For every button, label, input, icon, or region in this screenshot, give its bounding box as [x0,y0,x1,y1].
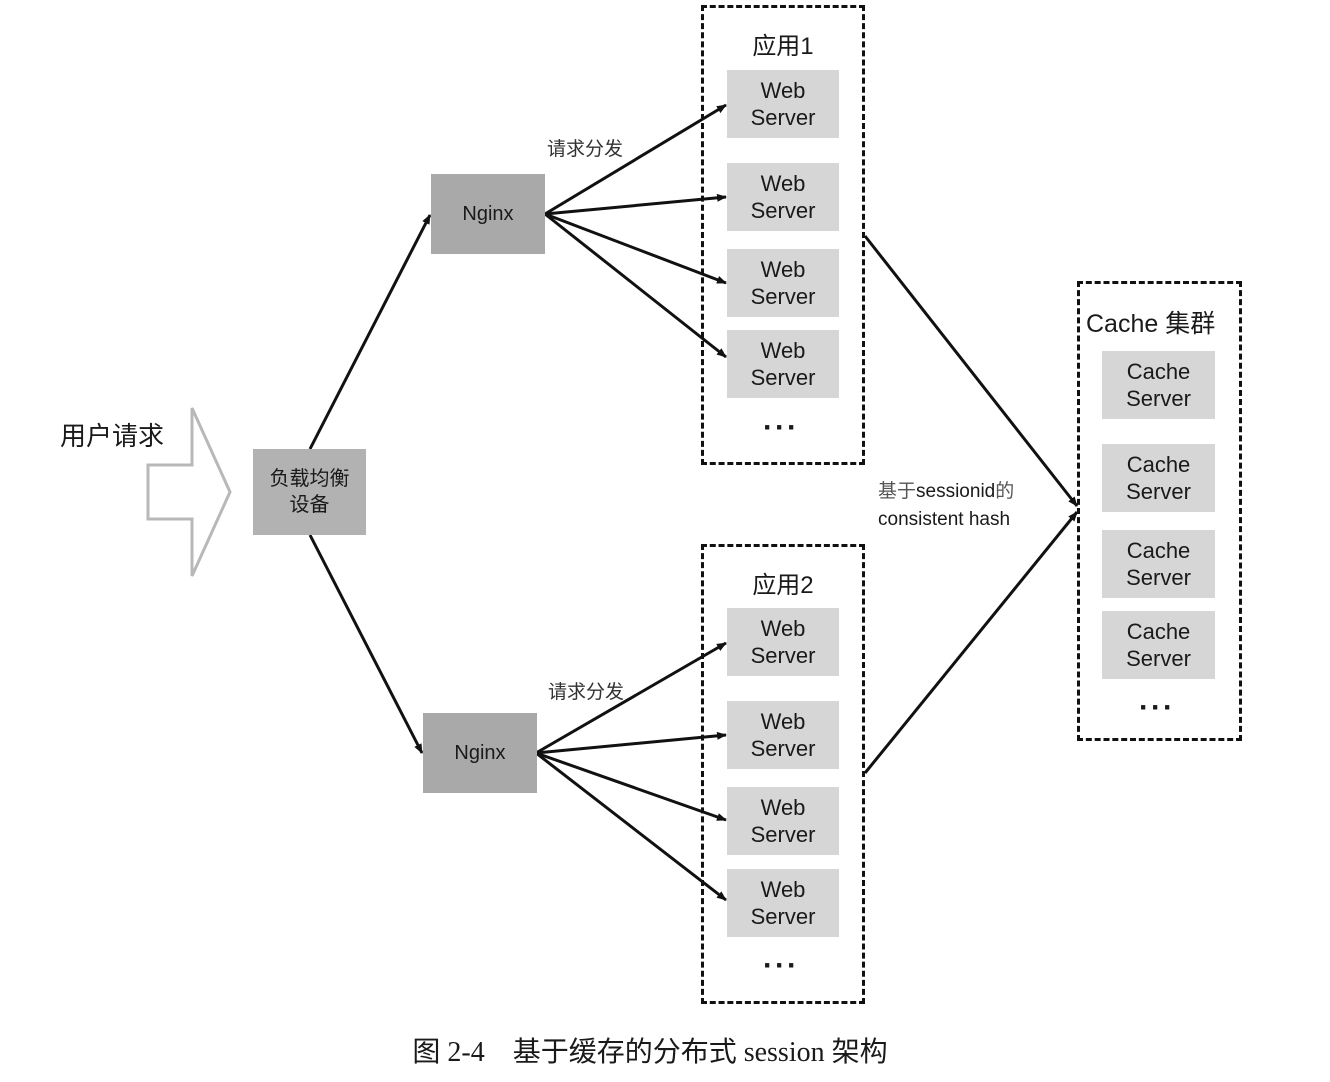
load-balancer-node: 负载均衡 设备 [253,449,366,535]
nginx-bottom-label: Nginx [454,741,506,764]
edge-nginx-bottom-to-web-3 [535,751,727,822]
app1-web-server: Web Server [727,163,839,231]
dispatch-label-bottom: 请求分发 [548,682,625,703]
server-label-line2: Server [750,365,816,390]
hash-label-line1: 基于sessionid的 [878,478,1014,506]
server-label-line1: Cache [1126,359,1191,384]
app2-web-server: Web Server [727,869,839,937]
edge-nginx-top-to-web-2 [544,193,727,216]
server-label-line1: Cache [1126,452,1191,477]
edge-app1-to-cache [863,235,1079,507]
edge-nginx-bottom-to-web-4 [535,751,727,902]
cache-more-indicator: ··· [1139,691,1175,724]
edge-app2-to-cache [863,511,1079,774]
hash-label-line2: consistent hash [878,509,1011,530]
dispatch-label-top: 请求分发 [547,139,624,160]
hollow-right-arrow-icon [146,407,232,577]
hash-label-key: sessionid [916,481,996,502]
server-label-line1: Web [760,616,806,641]
server-label-line1: Web [760,78,806,103]
app2-group: 应用2 [701,544,865,1004]
app2-more-indicator: ··· [763,949,799,982]
server-label-line2: Server [1126,565,1191,590]
nginx-bottom-node: Nginx [423,713,537,793]
consistent-hash-label: 基于sessionid的 consistent hash [878,478,1014,534]
server-label-line2: Server [750,822,816,847]
server-label-line2: Server [1126,386,1191,411]
cache-server: Cache Server [1102,351,1215,419]
nginx-top-node: Nginx [431,174,545,254]
app1-web-server: Web Server [727,330,839,398]
load-balancer-label-line1: 负载均衡 [269,468,350,490]
server-label-line2: Server [750,736,816,761]
app1-title: 应用1 [752,33,814,60]
edge-nginx-top-to-web-3 [544,212,727,285]
server-label-line2: Server [750,643,816,668]
edge-nginx-top-to-web-4 [544,212,727,359]
server-label-line1: Web [760,338,806,363]
server-label-line1: Cache [1126,538,1191,563]
server-label-line2: Server [750,198,816,223]
server-label-line2: Server [750,105,816,130]
hash-label-prefix: 基于 [878,481,917,502]
app2-web-server: Web Server [727,701,839,769]
edge-nginx-bottom-to-web-2 [535,731,727,755]
edge-nginx-bottom-to-web-1 [535,641,727,755]
edge-lb-to-nginx-top [308,214,432,450]
app2-web-server: Web Server [727,608,839,676]
app1-web-server: Web Server [727,249,839,317]
edge-lb-to-nginx-bottom [308,534,424,754]
server-label-line1: Cache [1126,619,1191,644]
cache-server: Cache Server [1102,530,1215,598]
app1-more-indicator: ··· [763,411,799,444]
edge-nginx-top-to-web-1 [544,103,727,216]
server-label-line2: Server [750,904,816,929]
cache-server: Cache Server [1102,444,1215,512]
server-label-line2: Server [750,284,816,309]
server-label-line1: Web [760,171,806,196]
cache-server: Cache Server [1102,611,1215,679]
app2-web-server: Web Server [727,787,839,855]
app2-title: 应用2 [752,572,814,599]
hash-label-suffix: 的 [995,481,1015,502]
user-request-label: 用户请求 [60,421,165,451]
cache-cluster-group: Cache 集群 [1077,281,1242,741]
load-balancer-label-line2: 设备 [289,494,330,516]
server-label-line1: Web [760,709,806,734]
nginx-top-label: Nginx [462,202,514,225]
app1-web-server: Web Server [727,70,839,138]
app1-group: 应用1 [701,5,865,465]
server-label-line1: Web [760,795,806,820]
server-label-line1: Web [760,257,806,282]
figure-caption: 图 2-4 基于缓存的分布式 session 架构 [412,1037,888,1068]
server-label-line2: Server [1126,479,1191,504]
server-label-line1: Web [760,877,806,902]
cache-cluster-title: Cache 集群 [1086,310,1216,338]
server-label-line2: Server [1126,646,1191,671]
